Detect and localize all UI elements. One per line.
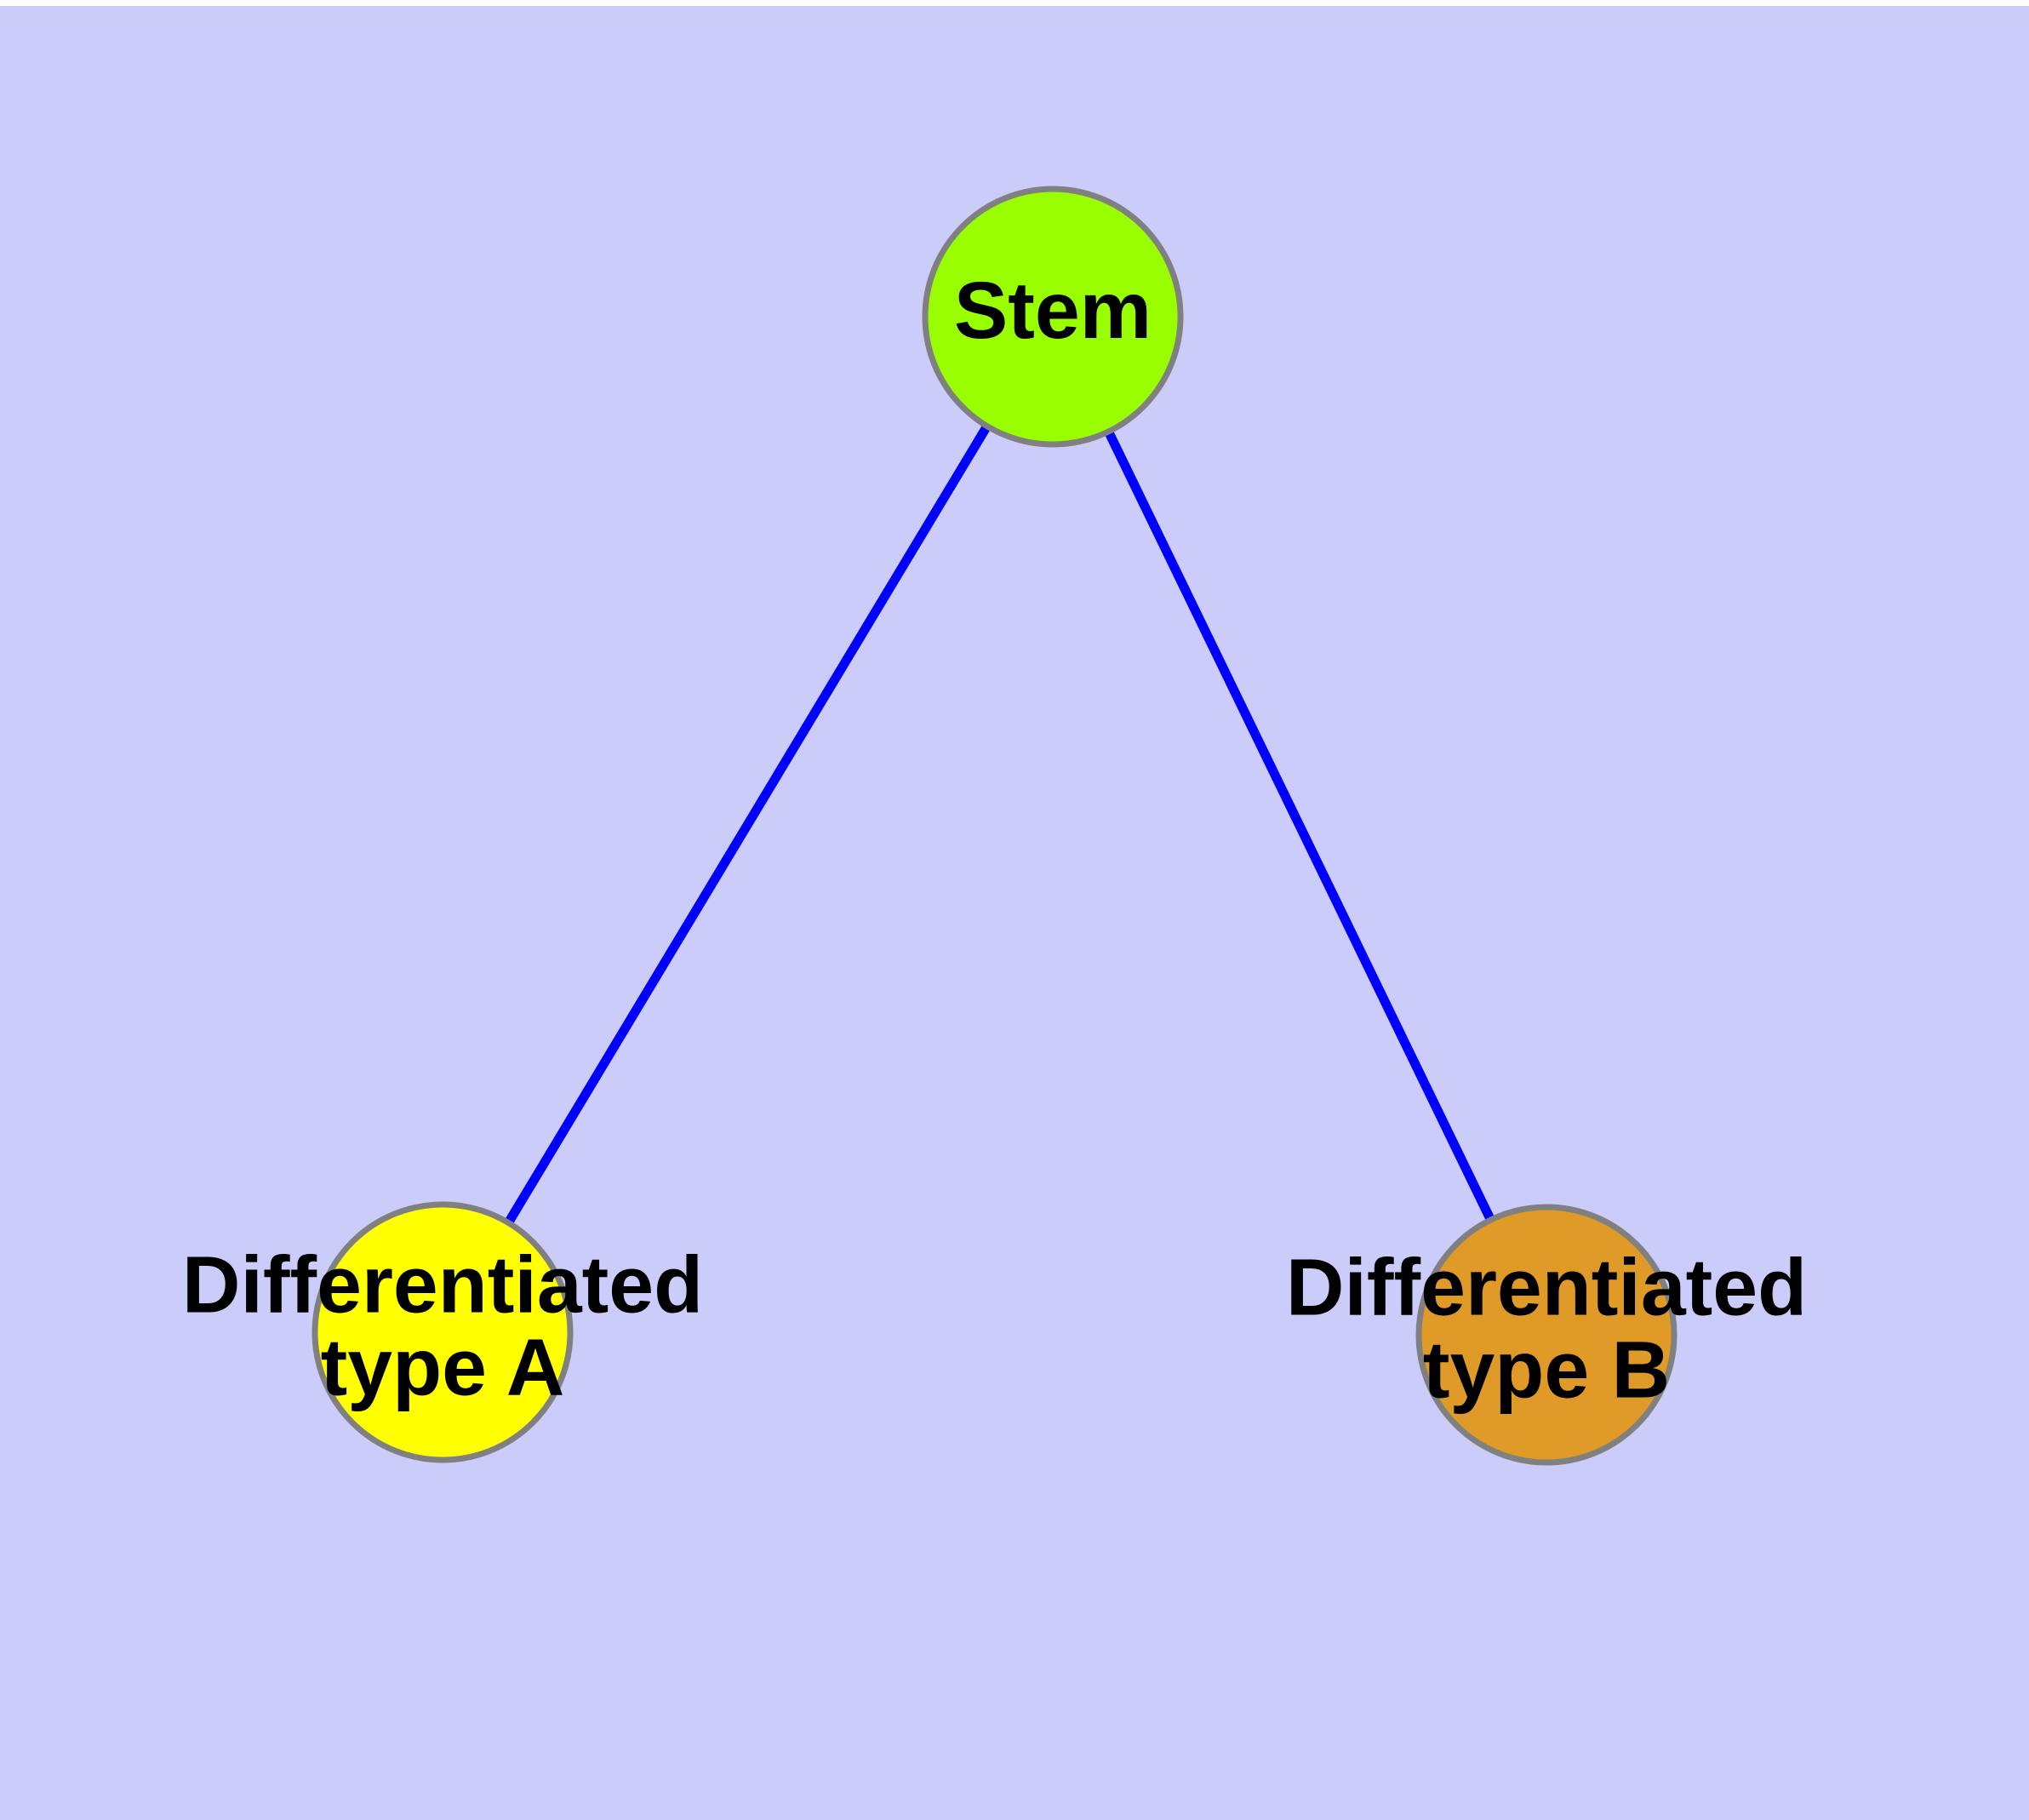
node-diff-b[interactable] xyxy=(1415,1204,1677,1466)
edge-layer xyxy=(438,314,1551,1337)
node-layer: Stem xyxy=(311,186,1677,1466)
edge-stem-to-diff-b[interactable] xyxy=(1049,314,1551,1337)
node-stem-circle[interactable] xyxy=(922,186,1184,448)
node-diff-b-circle[interactable] xyxy=(1415,1204,1677,1466)
node-stem[interactable]: Stem xyxy=(922,186,1184,448)
node-diff-a-circle[interactable] xyxy=(311,1201,574,1463)
node-stem-label: Stem xyxy=(954,266,1152,356)
edge-stem-to-diff-a[interactable] xyxy=(438,314,1057,1335)
node-diff-a[interactable] xyxy=(311,1201,574,1463)
canvas-top-margin xyxy=(0,0,2029,6)
